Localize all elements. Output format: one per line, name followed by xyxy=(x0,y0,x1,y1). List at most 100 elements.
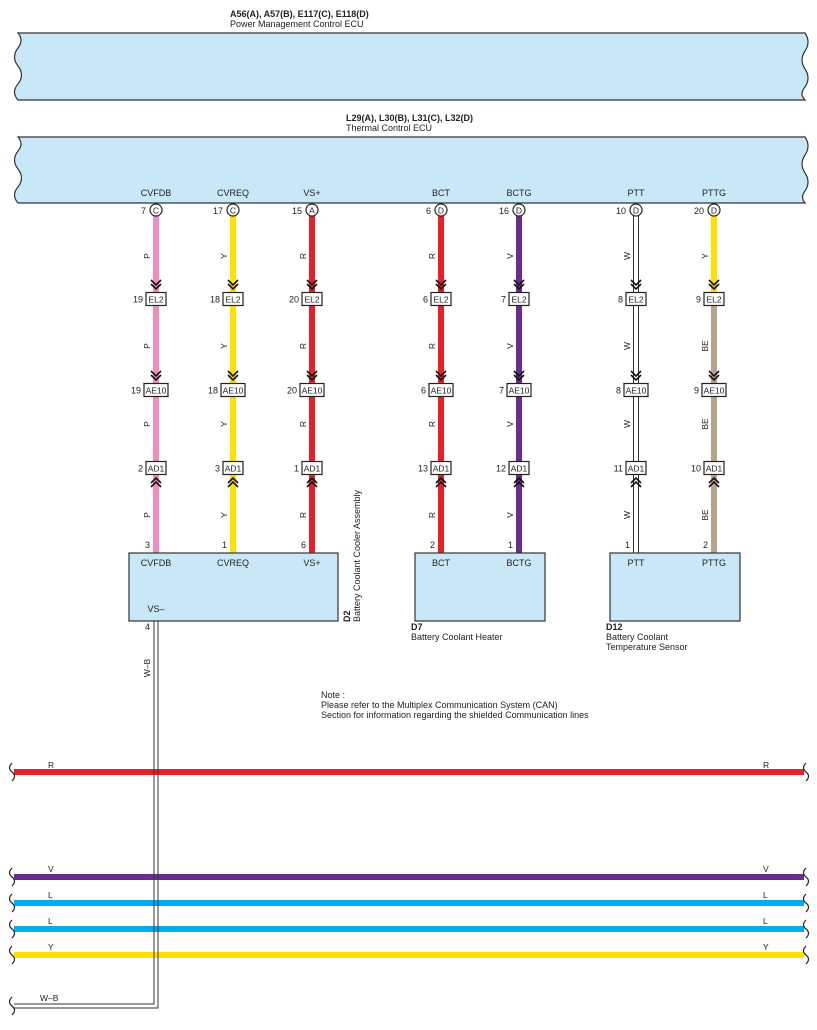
wc-bctg-2: V xyxy=(505,421,515,427)
conn-ad1-vsplus-box xyxy=(301,460,323,476)
chevron-el2-cvreq-a xyxy=(227,279,239,287)
conn-ae10-cvfdb-pin: 19 xyxy=(131,386,141,396)
chevron-el2-pttg-b xyxy=(708,283,720,291)
conn-ad1-cvfdb-box xyxy=(145,460,167,476)
conn-ad1-bct: AD1 13 xyxy=(418,460,452,476)
ecu-signal-bct: BCT xyxy=(432,188,451,198)
ecu-signal-pttg: PTTG xyxy=(702,188,726,198)
chevron-el2-bctg-b xyxy=(513,283,525,291)
conn-ae10-bctg-box xyxy=(506,382,532,398)
chevron-ae10-bctg-b xyxy=(513,374,525,382)
chevron-el2-cvreq-b xyxy=(227,283,239,291)
conn-ae10-ptt-pin: 8 xyxy=(616,386,621,396)
bus-label-right-2: L xyxy=(763,890,768,900)
conn-el2-bct-label: EL2 xyxy=(433,295,448,305)
note-line1: Note : xyxy=(321,690,345,700)
conn-ae10-cvreq-label: AE10 xyxy=(223,386,244,396)
conn-ae10-cvreq-pin: 18 xyxy=(208,386,218,396)
wire-group xyxy=(153,216,717,553)
th-ecu-codes: L29(A), L30(B), L31(C), L32(D) xyxy=(346,113,473,123)
ecu-conn-cvfdb: C xyxy=(149,203,163,217)
ecu-signal-vsplus: VS+ xyxy=(303,188,320,198)
conn-el2-pttg-label: EL2 xyxy=(706,295,721,305)
chevron-el2-ptt xyxy=(630,279,642,291)
conn-ad1-bctg-box xyxy=(508,460,530,476)
d7-pin-bctg: 1 xyxy=(508,540,513,550)
ground-bus-break-left xyxy=(8,996,16,1016)
bus-label-right-3: L xyxy=(763,916,768,926)
conn-ad1-bct-pin: 13 xyxy=(418,464,428,474)
bus-label-left-1: V xyxy=(48,864,54,874)
bus-break-right-3 xyxy=(802,919,810,939)
chevron-ae10-vsplus-a xyxy=(306,370,318,378)
ecu-conn-vsplus: A xyxy=(305,203,319,217)
conn-ad1-cvfdb-label: AD1 xyxy=(148,464,165,474)
conn-ad1-pttg-pin: 10 xyxy=(691,464,701,474)
wc-pttg-2: BE xyxy=(700,418,710,430)
bus-label-right-4: Y xyxy=(763,942,769,952)
conn-ad1-bct-label: AD1 xyxy=(433,464,450,474)
chevron-ae10-vsplus xyxy=(306,370,318,382)
chevron-ae10-vsplus-b xyxy=(306,374,318,382)
chevron-ad1-bctg xyxy=(513,476,525,488)
conn-el2-cvreq-box xyxy=(222,291,244,307)
chevron-ad1-vsplus xyxy=(306,476,318,488)
ecu-conn-bctg: D xyxy=(512,203,526,217)
ecu-signal-bctg: BCTG xyxy=(506,188,531,198)
d12-box xyxy=(609,552,741,622)
bus-break-left-4 xyxy=(8,945,16,965)
chevron-ad1-cvfdb-a xyxy=(150,480,162,488)
chevron-ad1-pttg-b xyxy=(708,476,720,484)
chevron-el2-vsplus-a xyxy=(306,279,318,287)
wc-cvreq-1: Y xyxy=(219,343,229,349)
wc-pttg-1: BE xyxy=(700,340,710,352)
ground-wire-inner xyxy=(14,621,159,1009)
pm-ecu-codes: A56(A), A57(B), E117(C), E118(D) xyxy=(230,9,369,19)
note-block: Note : Please refer to the Multiplex Com… xyxy=(321,690,589,720)
chevron-ae10-bct-a xyxy=(435,370,447,378)
wc-cvreq-0: Y xyxy=(219,253,229,259)
pm-ecu-name: Power Management Control ECU xyxy=(230,19,364,29)
chevron-ad1-cvreq-b xyxy=(227,476,239,484)
chevron-ae10-bct xyxy=(435,370,447,382)
chevron-ad1-bctg-b xyxy=(513,476,525,484)
chevron-ad1-ptt-a xyxy=(630,480,642,488)
d2-code: D2 xyxy=(342,610,352,622)
d7-box xyxy=(414,552,546,622)
conn-el2-vsplus-label: EL2 xyxy=(304,295,319,305)
ecu-pin-bctg: 16 xyxy=(499,206,509,216)
ecu-conn-pttg: D xyxy=(707,203,721,217)
bus-group xyxy=(8,621,810,1016)
conn-el2-bctg-label: EL2 xyxy=(511,295,526,305)
inline-connector-group: EL219AE1019AD12EL218AE1018AD13EL220AE102… xyxy=(131,279,727,488)
conn-ae10-ptt-label: AE10 xyxy=(626,386,647,396)
chevron-ae10-ptt xyxy=(630,370,642,382)
pin-group: CVFDB CVREQ VS+ BCT BCTG PTT PTTG 7 17 1… xyxy=(141,188,726,521)
svg-text:D: D xyxy=(438,206,444,216)
conn-ae10-bct-pin: 6 xyxy=(421,386,426,396)
wc-cvfdb-1: P xyxy=(142,343,152,349)
chevron-ae10-cvfdb xyxy=(150,370,162,382)
bus-break-right-2 xyxy=(802,893,810,913)
conn-ad1-vsplus-pin: 1 xyxy=(294,464,299,474)
conn-el2-bctg-box xyxy=(508,291,530,307)
chevron-ae10-bctg-a xyxy=(513,370,525,378)
component-d2: 3 1 6 CVFDB CVREQ VS+ VS– 4 D2 Battery C… xyxy=(128,489,362,677)
conn-ad1-ptt-box xyxy=(625,460,647,476)
chevron-ad1-pttg-a xyxy=(708,480,720,488)
d2-ground-wire-label: W–B xyxy=(142,658,152,677)
pm-ecu-box xyxy=(13,32,809,101)
conn-el2-cvfdb-label: EL2 xyxy=(148,295,163,305)
chevron-ad1-bct-b xyxy=(435,476,447,484)
chevron-ae10-pttg-b xyxy=(708,374,720,382)
ecu-conn-cvreq: C xyxy=(226,203,240,217)
power-management-ecu: A56(A), A57(B), E117(C), E118(D) Power M… xyxy=(13,9,809,101)
